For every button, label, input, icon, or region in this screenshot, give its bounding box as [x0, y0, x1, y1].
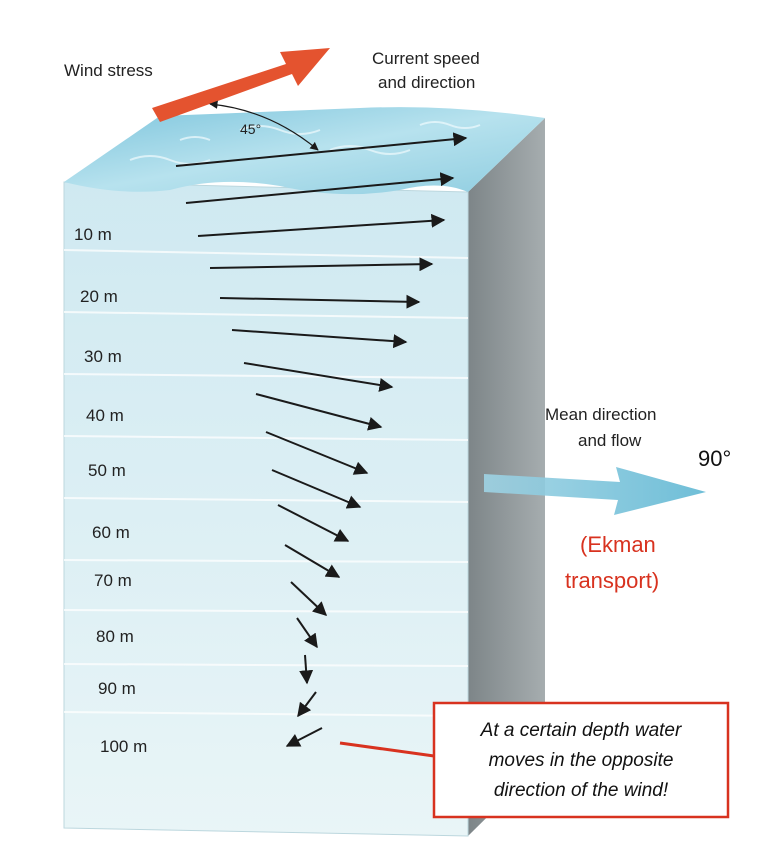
- depth-label: 90 m: [98, 679, 136, 698]
- current-speed-label-line2: and direction: [378, 73, 475, 92]
- depth-label: 10 m: [74, 225, 112, 244]
- current-arrow-75m: [296, 617, 318, 649]
- current-arrow-70m: [290, 581, 328, 616]
- angle-45-arc: [209, 100, 319, 151]
- depth-label: 50 m: [88, 461, 126, 480]
- mean-flow-arrow: [484, 467, 706, 515]
- current-arrow-10m: [197, 213, 446, 237]
- depth-label: 80 m: [96, 627, 134, 646]
- current-arrow-100m: [285, 727, 323, 747]
- depth-label: 60 m: [92, 523, 130, 542]
- mean-direction-label-line2: and flow: [578, 431, 642, 450]
- current-arrow-40m: [255, 393, 383, 431]
- current-arrows: [175, 132, 468, 747]
- wind-stress-arrow: [152, 48, 330, 122]
- current-arrow-45m: [265, 431, 369, 475]
- ekman-label-line1: (Ekman: [580, 532, 656, 557]
- depth-label: 40 m: [86, 406, 124, 425]
- note-text-line3: direction of the wind!: [494, 780, 669, 801]
- water-surface: [64, 107, 545, 195]
- depth-layer-bands: [63, 249, 469, 717]
- current-speed-label-line1: Current speed: [372, 49, 480, 68]
- ekman-label-line2: transport): [565, 568, 659, 593]
- current-arrow-60m: [284, 544, 341, 578]
- current-arrow-20m: [219, 294, 421, 309]
- current-arrow-30m: [243, 362, 394, 392]
- depth-label: 100 m: [100, 737, 147, 756]
- depth-labels: 10 m 20 m 30 m 40 m 50 m 60 m 70 m 80 m …: [74, 225, 147, 756]
- note-text-line1: At a certain depth water: [480, 720, 682, 741]
- callout-pointer: [339, 741, 435, 758]
- wind-stress-label: Wind stress: [64, 61, 153, 80]
- current-arrow-15m: [209, 257, 434, 272]
- note-box: [432, 701, 730, 819]
- depth-label: 70 m: [94, 571, 132, 590]
- current-arrow-5m: [185, 172, 455, 204]
- mean-direction-label-line1: Mean direction: [545, 405, 657, 424]
- current-arrow-surface: [175, 132, 468, 167]
- note-text-line2: moves in the opposite: [489, 750, 674, 771]
- depth-label: 20 m: [80, 287, 118, 306]
- depth-label: 30 m: [84, 347, 122, 366]
- current-arrow-55m: [277, 504, 350, 542]
- angle-45-label: 45°: [240, 121, 261, 137]
- angle-90-label: 90°: [698, 446, 731, 471]
- current-arrow-25m: [231, 329, 408, 349]
- current-arrow-90m: [297, 691, 317, 718]
- current-arrow-50m: [271, 469, 362, 509]
- current-arrow-80m: [299, 654, 314, 685]
